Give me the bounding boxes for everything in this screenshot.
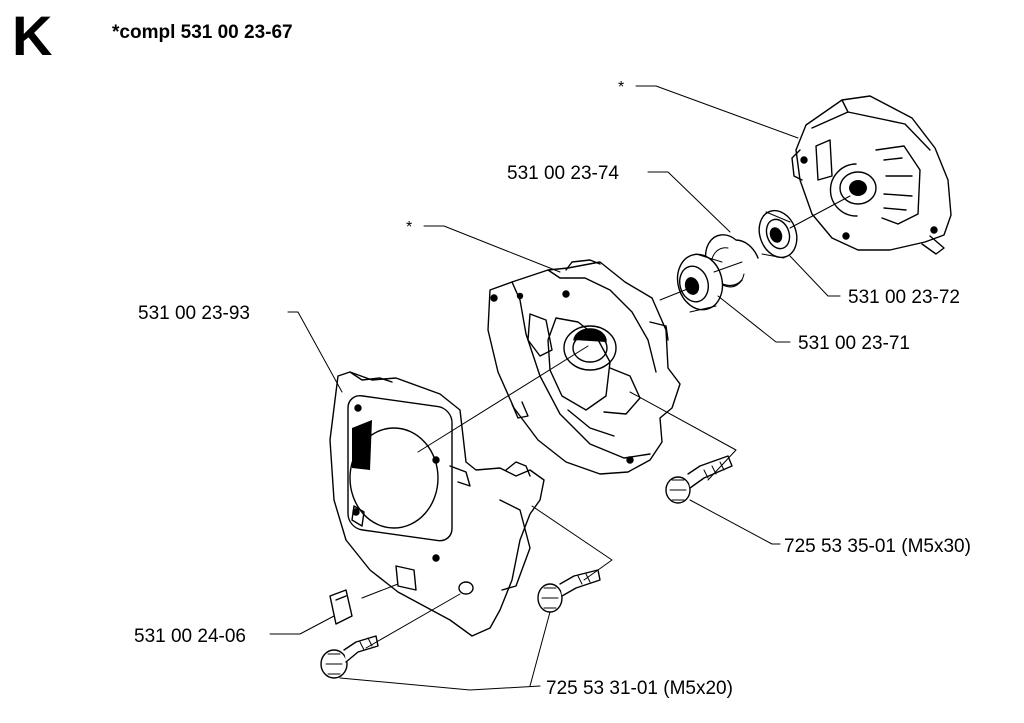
star-marker-top: *: [618, 79, 625, 96]
screw-m5x20-right: [537, 569, 601, 613]
screw-m5x30: [665, 455, 733, 504]
label-fan-housing: 531 00 23-93: [138, 303, 250, 324]
section-letter: K: [12, 4, 52, 67]
label-circlip: 531 00 23-74: [507, 163, 619, 184]
label-screw-m5x30: 725 53 35-01 (M5x30): [784, 536, 971, 557]
fan-housing: [329, 371, 545, 637]
screw-m5x20-left: [320, 635, 379, 679]
label-bearing-large: 531 00 23-71: [798, 333, 910, 354]
bearing-small: [758, 209, 798, 259]
plug: [329, 589, 353, 625]
label-screw-m5x20: 725 53 31-01 (M5x20): [546, 678, 733, 699]
label-plug: 531 00 24-06: [134, 626, 246, 647]
leader-lines: [269, 85, 851, 691]
crankcase-half-right: [791, 95, 952, 255]
bearing-large: [676, 253, 724, 313]
label-bearing-small: 531 00 23-72: [848, 287, 960, 308]
assembly-title: *compl 531 00 23-67: [112, 22, 293, 43]
crankcase-half-left: [487, 259, 681, 475]
star-marker-middle: *: [406, 219, 413, 236]
